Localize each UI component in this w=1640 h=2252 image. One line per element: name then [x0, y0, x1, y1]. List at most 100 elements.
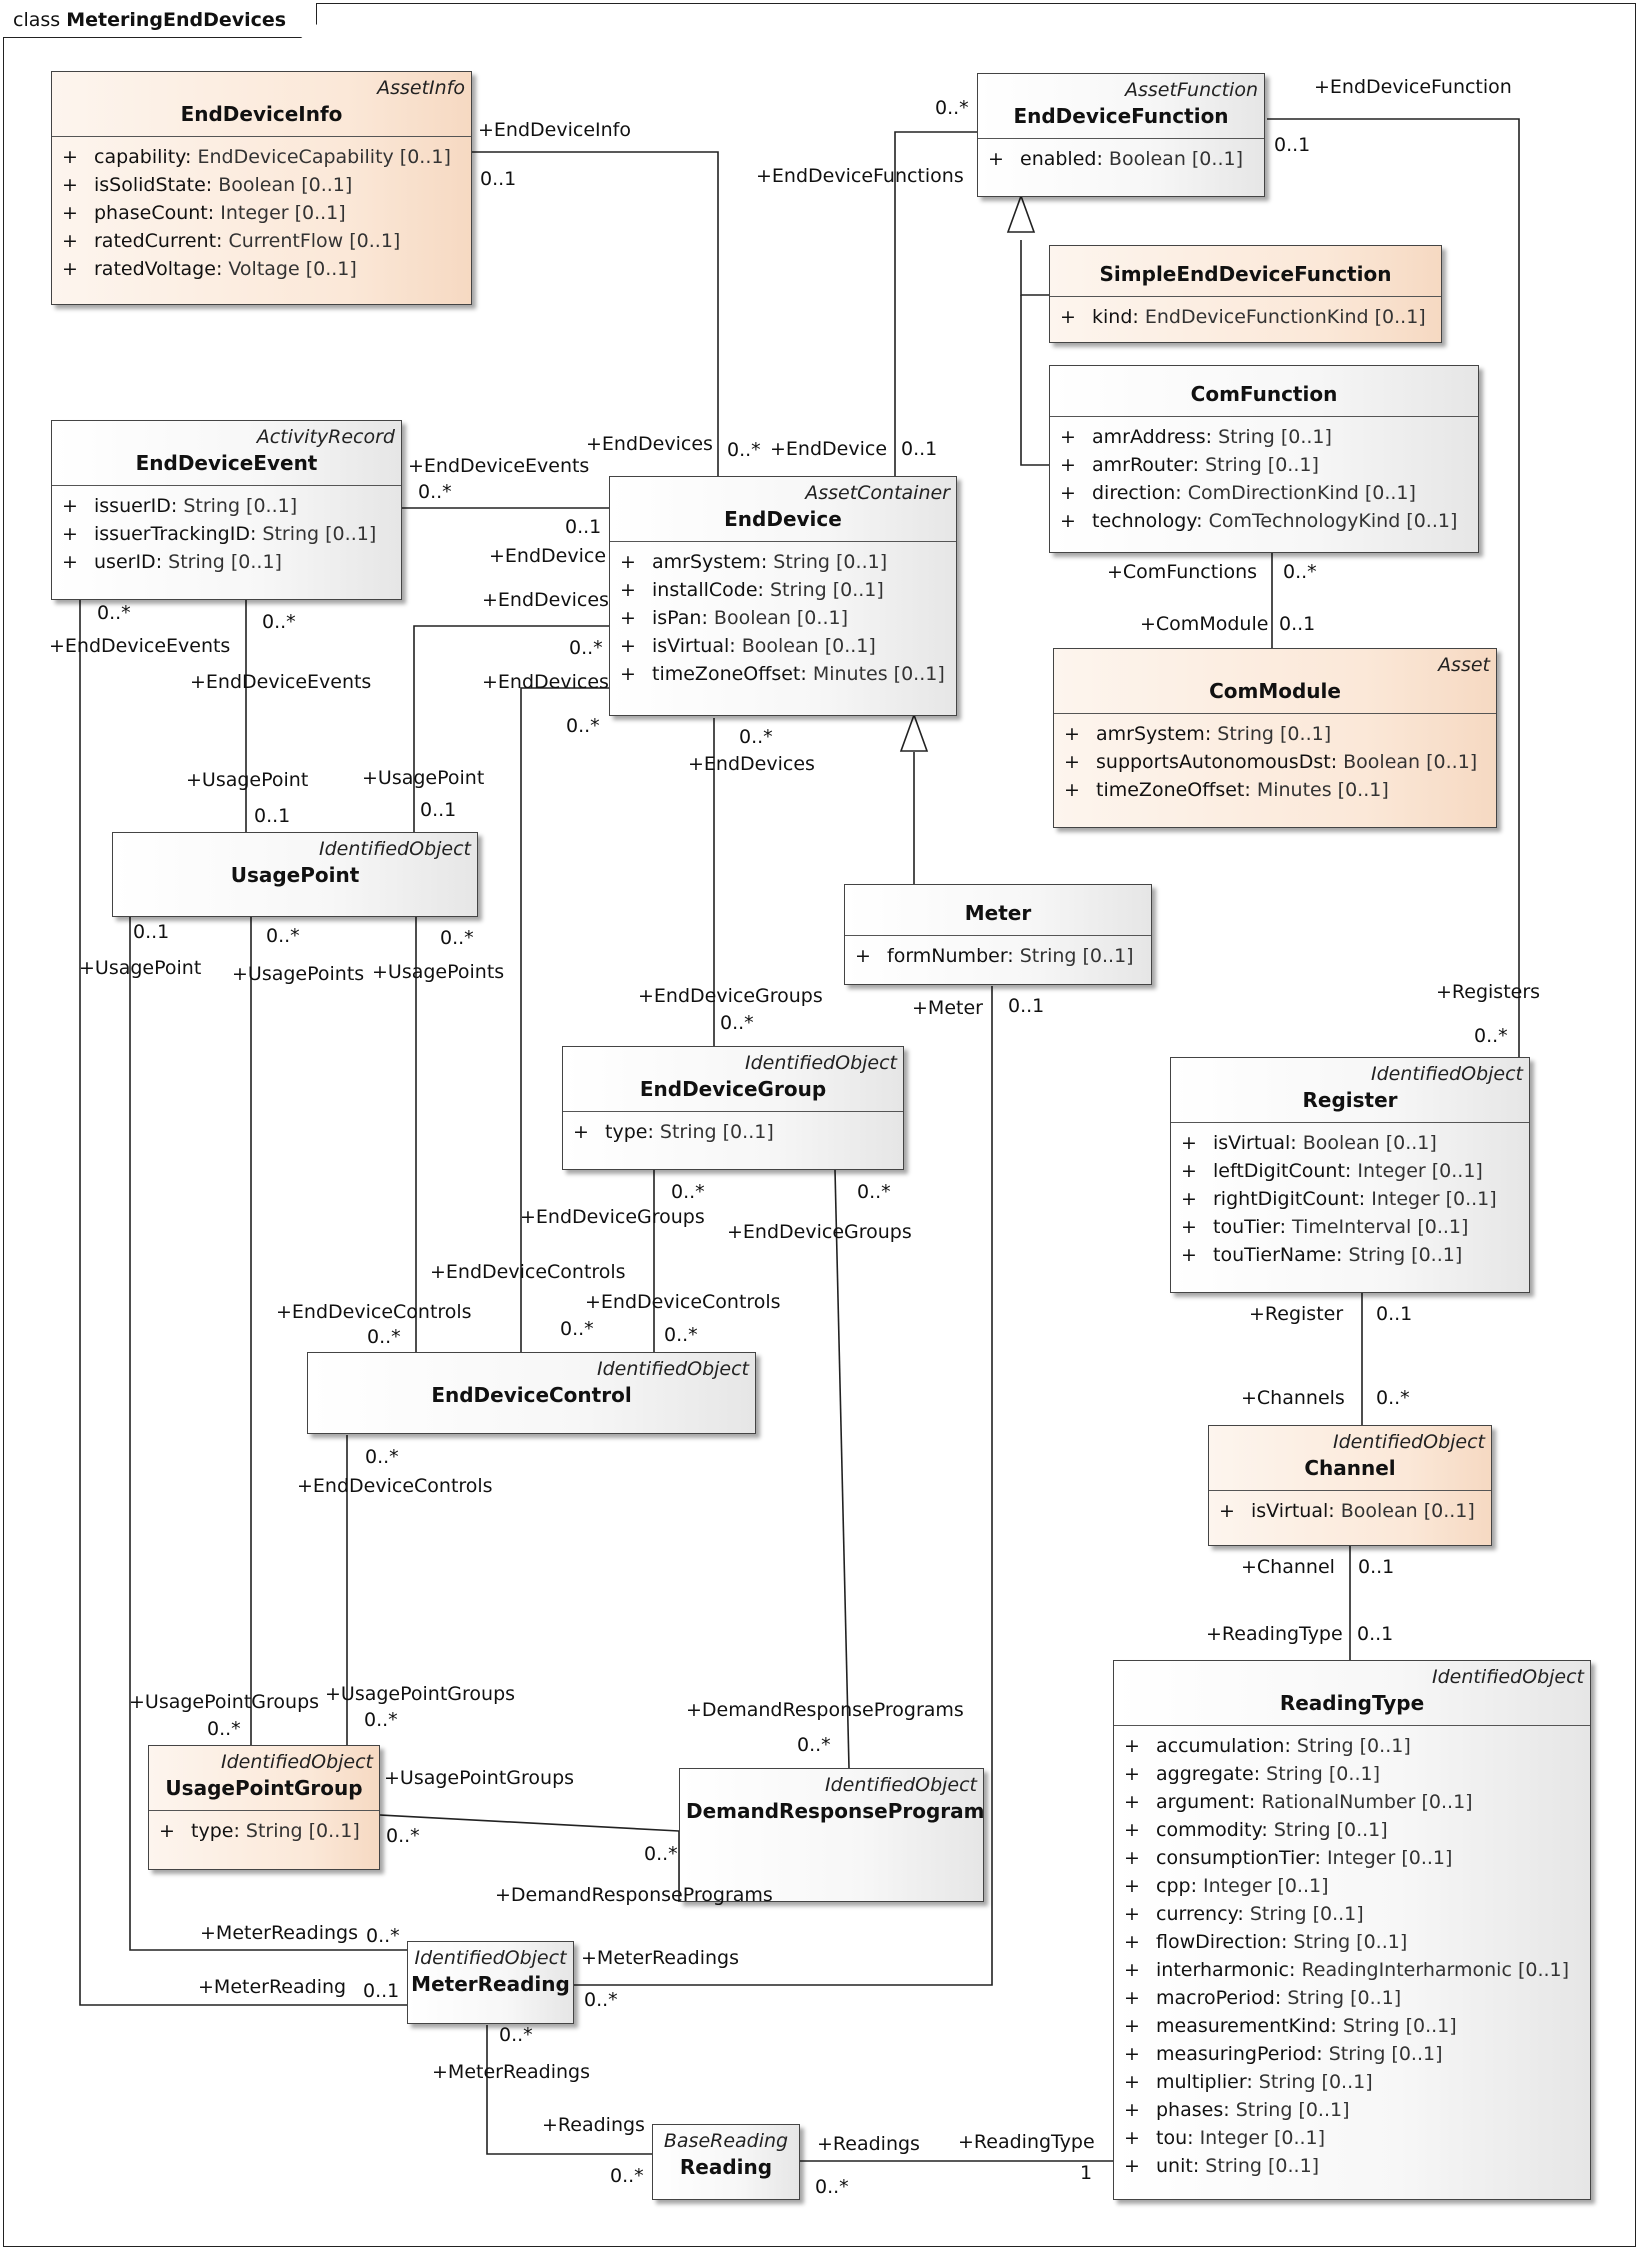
attribute: +amrSystem: String [0..1]: [1064, 723, 1332, 745]
attribute-list: +kind: EndDeviceFunctionKind [0..1]: [1050, 296, 1441, 339]
generalization-com-to-function: [1020, 295, 1049, 466]
attribute: +issuerID: String [0..1]: [62, 495, 298, 517]
role-label: +EndDeviceEvents: [408, 455, 590, 477]
class-name: EndDeviceGroup: [639, 1077, 827, 1101]
class-meter[interactable]: Meter +formNumber: String [0..1]: [844, 884, 1152, 985]
attribute: +argument: RationalNumber [0..1]: [1124, 1791, 1473, 1813]
attribute: +multiplier: String [0..1]: [1124, 2071, 1373, 2093]
multiplicity-label: 0..*: [97, 602, 131, 624]
role-label: +Channels: [1241, 1387, 1345, 1409]
role-label: +EndDevices: [482, 589, 609, 611]
class-name: ComModule: [1209, 679, 1341, 703]
attribute-list: +capability: EndDeviceCapability [0..1] …: [52, 136, 471, 291]
attribute: +unit: String [0..1]: [1124, 2155, 1320, 2177]
class-comfunction[interactable]: ComFunction +amrAddress: String [0..1] +…: [1049, 365, 1479, 553]
attribute: +commodity: String [0..1]: [1124, 1819, 1388, 1841]
multiplicity-label: 0..*: [366, 1925, 400, 1947]
role-label: +EndDeviceEvents: [49, 635, 231, 657]
role-label: +UsagePoint: [362, 767, 485, 789]
multiplicity-label: 0..1: [420, 799, 457, 821]
multiplicity-label: 0..*: [262, 611, 296, 633]
attribute: +technology: ComTechnologyKind [0..1]: [1060, 510, 1458, 532]
class-name: Register: [1302, 1088, 1398, 1112]
attribute-list: +amrSystem: String [0..1] +supportsAuton…: [1054, 713, 1496, 812]
role-label: +Readings: [817, 2133, 920, 2155]
attribute: +leftDigitCount: Integer [0..1]: [1181, 1160, 1483, 1182]
stereotype: IdentifiedObject: [414, 1947, 567, 1969]
assoc-meter-meterreading: [574, 986, 993, 1986]
attribute: +timeZoneOffset: Minutes [0..1]: [620, 663, 945, 685]
class-simpleenddevicefunction[interactable]: SimpleEndDeviceFunction +kind: EndDevice…: [1049, 245, 1442, 343]
attribute: +touTierName: String [0..1]: [1181, 1244, 1463, 1266]
attribute: +isVirtual: Boolean [0..1]: [620, 635, 876, 657]
multiplicity-label: 0..*: [797, 1734, 831, 1756]
role-label: +MeterReadings: [432, 2061, 590, 2083]
attribute: +measurementKind: String [0..1]: [1124, 2015, 1457, 2037]
assoc-meterreading-reading: [486, 2025, 652, 2155]
attribute: +tou: Integer [0..1]: [1124, 2127, 1326, 2149]
assoc-enddevicefunction-enddevice: [894, 131, 977, 476]
role-label: +Meter: [912, 997, 983, 1019]
stereotype: BaseReading: [663, 2130, 789, 2152]
role-label: +Channel: [1241, 1556, 1335, 1578]
multiplicity-label: 0..*: [266, 925, 300, 947]
stereotype: IdentifiedObject: [220, 1751, 373, 1773]
attribute: +macroPeriod: String [0..1]: [1124, 1987, 1402, 2009]
multiplicity-label: 0..1: [133, 921, 170, 943]
multiplicity-label: 0..*: [1474, 1025, 1508, 1047]
multiplicity-label: 0..1: [1274, 134, 1311, 156]
attribute-list: +isVirtual: Boolean [0..1]: [1209, 1490, 1491, 1533]
role-label: +UsagePoints: [372, 961, 505, 983]
multiplicity-label: 0..*: [440, 927, 474, 949]
diagram-name: MeteringEndDevices: [66, 9, 287, 31]
attribute: +rightDigitCount: Integer [0..1]: [1181, 1188, 1497, 1210]
diagram-title: class MeteringEndDevices: [3, 3, 317, 38]
attribute-list: +isVirtual: Boolean [0..1] +leftDigitCou…: [1171, 1122, 1529, 1277]
attribute-list: +issuerID: String [0..1] +issuerTracking…: [52, 485, 401, 584]
attribute: +measuringPeriod: String [0..1]: [1124, 2043, 1443, 2065]
attribute: +phaseCount: Integer [0..1]: [62, 202, 346, 224]
attribute: +issuerTrackingID: String [0..1]: [62, 523, 377, 545]
class-name: EndDeviceControl: [431, 1383, 632, 1407]
multiplicity-label: 0..*: [644, 1843, 678, 1865]
role-label: +UsagePoint: [79, 957, 202, 979]
generalization-arrow-enddevicefunction: [1006, 193, 1036, 233]
stereotype: IdentifiedObject: [1431, 1666, 1584, 1688]
stereotype: IdentifiedObject: [596, 1358, 749, 1380]
attribute-list: +formNumber: String [0..1]: [845, 935, 1151, 978]
attribute: +amrSystem: String [0..1]: [620, 551, 888, 573]
assoc-enddeviceinfo-enddevice: [472, 151, 719, 476]
multiplicity-label: 0..*: [720, 1012, 754, 1034]
multiplicity-label: 0..*: [1376, 1387, 1410, 1409]
multiplicity-label: 0..1: [565, 516, 602, 538]
multiplicity-label: 0..*: [671, 1181, 705, 1203]
stereotype: IdentifiedObject: [1370, 1063, 1523, 1085]
role-label: +EndDeviceControls: [430, 1261, 626, 1283]
assoc-usagepoint-meterreading: [129, 917, 407, 1951]
stereotype: IdentifiedObject: [744, 1052, 897, 1074]
multiplicity-label: 0..*: [364, 1709, 398, 1731]
attribute: +cpp: Integer [0..1]: [1124, 1875, 1329, 1897]
attribute: +amrAddress: String [0..1]: [1060, 426, 1332, 448]
attribute-list: +accumulation: String [0..1] +aggregate:…: [1114, 1725, 1590, 2188]
multiplicity-label: 0..1: [1008, 995, 1045, 1017]
attribute: +direction: ComDirectionKind [0..1]: [1060, 482, 1416, 504]
role-label: +EndDeviceGroups: [520, 1206, 705, 1228]
multiplicity-label: 0..*: [367, 1326, 401, 1348]
role-label: +UsagePoints: [232, 963, 365, 985]
